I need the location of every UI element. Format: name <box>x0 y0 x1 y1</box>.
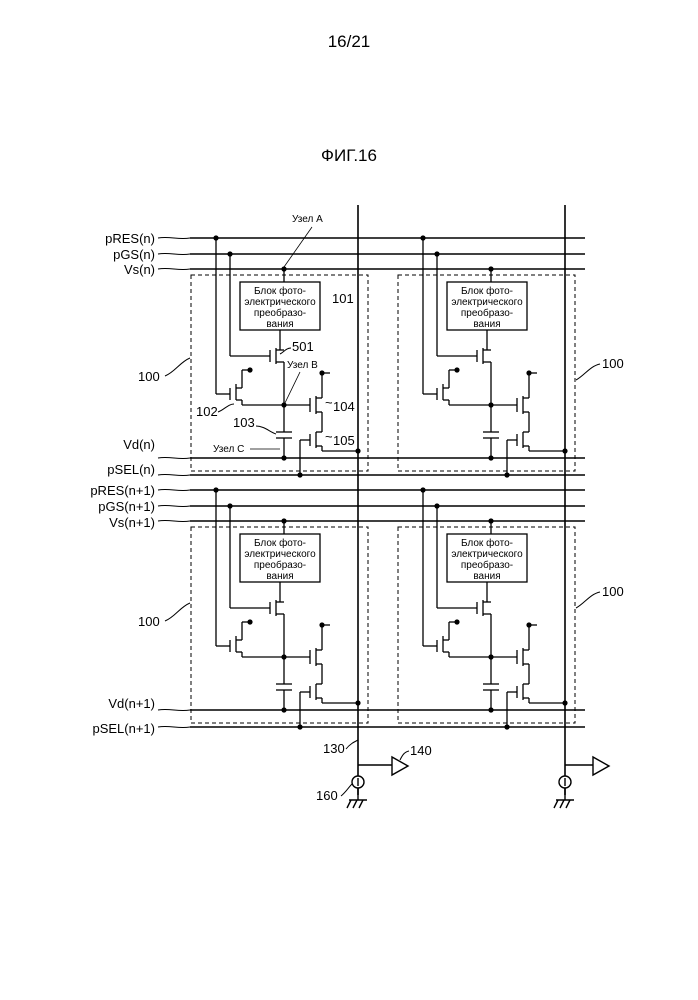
label-vs-n1: Vs(n+1) <box>109 515 155 530</box>
readout-column-1 <box>347 757 408 808</box>
label-pgs-n1: pGS(n+1) <box>98 499 155 514</box>
label-pgs-n: pGS(n) <box>113 247 155 262</box>
label-node-b: Узел B <box>287 360 318 371</box>
label-pres-n1: pRES(n+1) <box>90 483 155 498</box>
label-vs-n: Vs(n) <box>124 262 155 277</box>
pixel-cell-r2c1: Блок фото-электрическогопреобразо-вания <box>191 487 368 729</box>
ref-100-b: 100 <box>602 356 624 371</box>
ref-100-a: 100 <box>138 369 160 384</box>
ref-103: 103 <box>233 415 255 430</box>
ref-104: 104 <box>333 399 355 414</box>
ref-105: 105 <box>333 433 355 448</box>
readout-column-2 <box>554 757 609 808</box>
ref-140: 140 <box>410 743 432 758</box>
ref-501: 501 <box>292 339 314 354</box>
pixel-cell-r2c2: Блок фото-электрическогопреобразо-вания <box>398 487 575 729</box>
ref-130: 130 <box>323 741 345 756</box>
ref-101: 101 <box>332 291 354 306</box>
label-node-c: Узел C <box>213 444 244 455</box>
ref-100-c: 100 <box>138 614 160 629</box>
label-node-a: Узел A <box>292 214 323 225</box>
ref-100-d: 100 <box>602 584 624 599</box>
label-pres-n: pRES(n) <box>105 231 155 246</box>
ref-102: 102 <box>196 404 218 419</box>
label-vd-n1: Vd(n+1) <box>108 696 155 711</box>
label-vd-n: Vd(n) <box>123 437 155 452</box>
pixel-cell-r1c2: Блок фото-электрическогопреобразо-вания <box>398 235 575 477</box>
label-psel-n: pSEL(n) <box>107 462 155 477</box>
label-psel-n1: pSEL(n+1) <box>92 721 155 736</box>
ref-160: 160 <box>316 788 338 803</box>
svg-text:~: ~ <box>325 429 333 444</box>
svg-text:~: ~ <box>325 395 333 410</box>
